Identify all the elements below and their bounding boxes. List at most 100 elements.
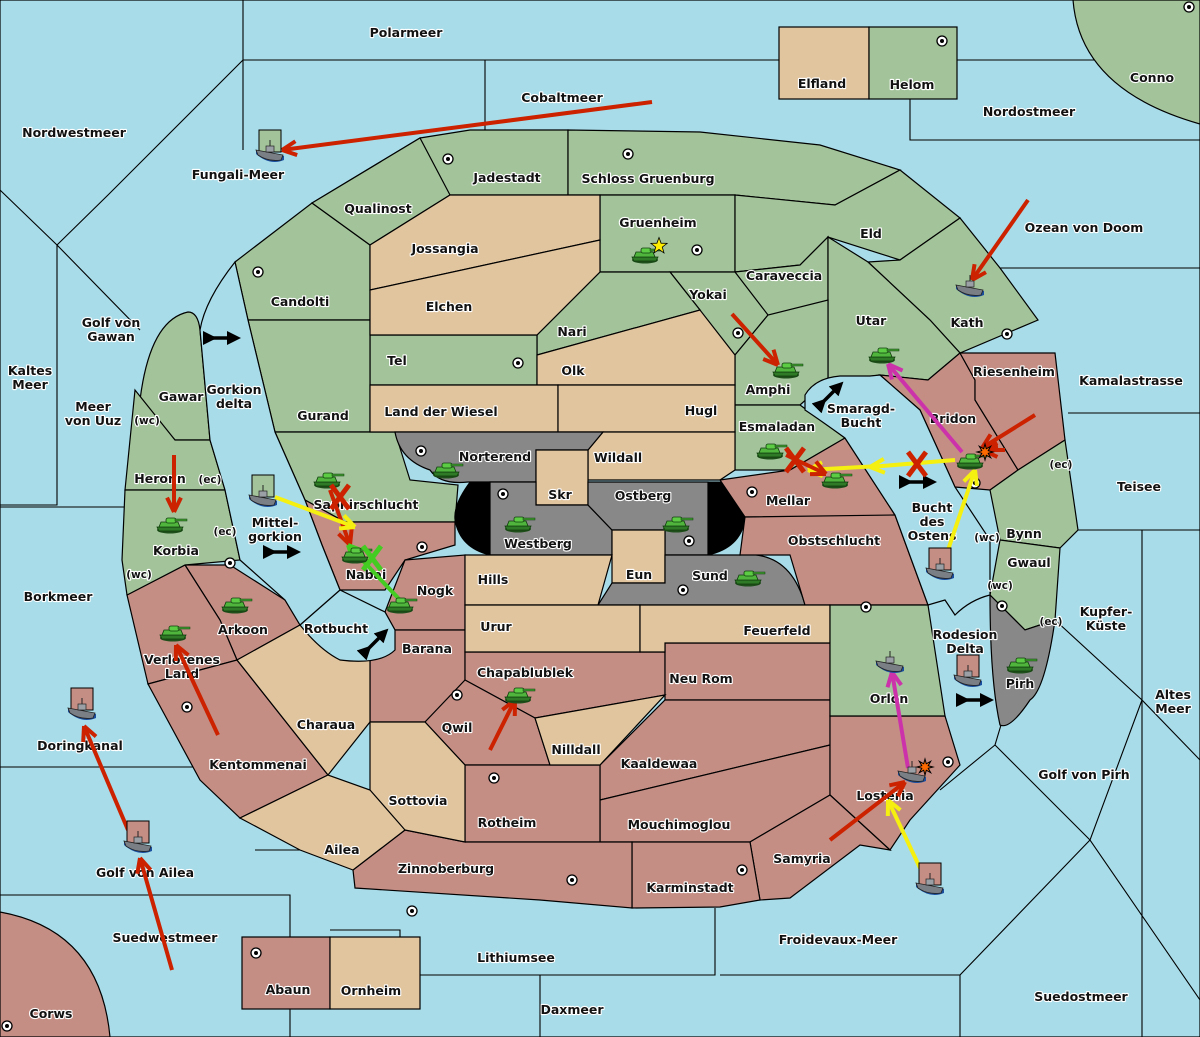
label-cobaltmeer: Cobaltmeer (521, 90, 603, 105)
label-nari: Nari (557, 324, 586, 339)
region-gruenheim[interactable] (599, 194, 736, 273)
supply-center-icon (451, 689, 463, 701)
label-kentommenai: Kentommenai (209, 757, 307, 772)
label-ostberg: Ostberg (615, 488, 672, 503)
label-froidevaux-meer: Froidevaux-Meer (779, 932, 898, 947)
label-gorkion-delta-2: delta (216, 396, 252, 411)
label-smaragd-bucht-1: Smaragd- (827, 401, 895, 416)
supply-center-icon (936, 35, 948, 47)
label-smaragd-bucht-2: Bucht (841, 415, 882, 430)
label-kath: Kath (951, 315, 984, 330)
label-urur: Urur (480, 619, 512, 634)
coast-labels: (wc) (ec) (ec) (wc) (ec) (wc) (wc) (ec) (125, 414, 1073, 629)
label-zinnoberburg: Zinnoberburg (398, 861, 494, 876)
label-mellar: Mellar (766, 493, 811, 508)
orders (81, 100, 1037, 971)
failed-order-x-icon (784, 446, 806, 474)
label-samyria: Samyria (773, 851, 831, 866)
sea-gorkion[interactable] (199, 260, 341, 626)
region-nilldall[interactable] (534, 694, 667, 766)
label-gwaul: Gwaul (1007, 555, 1050, 570)
fleet-ship-icon[interactable] (255, 129, 285, 163)
supply-center-icon (1, 1020, 13, 1032)
region-elchen[interactable] (369, 239, 601, 336)
order-arrow (328, 489, 354, 547)
supply-center-icon (736, 864, 748, 876)
supply-center-icon (252, 266, 264, 278)
fleet-ship-icon[interactable] (953, 654, 983, 688)
label-esmaladan: Esmaladan (739, 419, 815, 434)
fleet-ship-icon[interactable] (67, 687, 97, 721)
coast-gwaul-ec: (ec) (1040, 616, 1063, 628)
failed-order-x-icon (361, 544, 383, 572)
label-barana: Barana (402, 641, 452, 656)
label-gurand: Gurand (297, 408, 349, 423)
fleet-ship-icon[interactable] (915, 862, 945, 896)
double-arrow-icon (811, 381, 844, 414)
sea-labels: Polarmeer Cobaltmeer Nordwestmeer Fungal… (7, 24, 1193, 1018)
region-charaua[interactable] (236, 624, 371, 776)
label-qwil: Qwil (442, 720, 473, 735)
fleet-ship-icon[interactable] (123, 820, 153, 854)
region-jossangia[interactable] (369, 194, 601, 291)
fleet-ship-icon[interactable] (925, 547, 955, 581)
region-rotheim[interactable] (464, 764, 601, 843)
star-icon (649, 236, 669, 254)
coast-heronn-ec: (ec) (199, 474, 222, 486)
supply-center-icon (250, 947, 262, 959)
order-arrow (165, 455, 183, 513)
supply-center-icon (181, 701, 193, 713)
region-ornheim[interactable] (329, 936, 421, 1010)
label-riesenheim: Riesenheim (973, 364, 1055, 379)
supply-center-icon (622, 148, 634, 160)
label-nabai: Nabai (346, 567, 387, 582)
label-feuerfeld: Feuerfeld (743, 623, 810, 638)
order-arrow (885, 798, 922, 869)
label-heronn: Heronn (134, 471, 186, 486)
label-suedwestmeer: Suedwestmeer (113, 930, 219, 945)
label-lithiumsee: Lithiumsee (477, 950, 555, 965)
fleet-ship-icon[interactable] (248, 474, 278, 508)
label-yokai: Yokai (688, 287, 727, 302)
label-golf-von-gawan-2: Gawan (87, 329, 135, 344)
label-elchen: Elchen (426, 299, 473, 314)
label-saphirschlucht: Saphirschlucht (314, 497, 419, 512)
label-elfland: Elfland (798, 76, 846, 91)
label-kupfer-kueste-1: Kupfer- (1080, 604, 1133, 619)
label-corws: Corws (30, 1006, 73, 1021)
order-arrow (280, 100, 653, 157)
supply-center-icon (415, 445, 427, 457)
coast-gawar-wc: (wc) (134, 415, 160, 427)
region-ailea[interactable] (238, 774, 406, 871)
region-olk[interactable] (536, 309, 736, 386)
order-arrow (885, 670, 910, 769)
label-utar: Utar (856, 313, 888, 328)
supply-center-icon (732, 327, 744, 339)
supply-center-icon (416, 541, 428, 553)
label-gawar: Gawar (159, 389, 205, 404)
label-kaltes-meer-2: Meer (12, 377, 48, 392)
order-arrow (946, 468, 979, 551)
label-bucht-des-ostens-2: des (920, 514, 945, 529)
label-orlon: Orlon (870, 691, 909, 706)
label-caraveccia: Caraveccia (746, 268, 822, 283)
order-arrow (886, 362, 964, 454)
label-bucht-des-ostens-1: Bucht (912, 500, 953, 515)
coast-gwaul-wc: (wc) (987, 580, 1013, 592)
supply-center-icon (442, 153, 454, 165)
label-nilldall: Nilldall (551, 742, 600, 757)
label-rotheim: Rotheim (478, 815, 537, 830)
label-helom: Helom (890, 77, 935, 92)
label-westberg: Westberg (504, 536, 572, 551)
label-land-der-wiesel: Land der Wiesel (384, 404, 497, 419)
label-amphi: Amphi (746, 382, 791, 397)
units (67, 129, 1038, 896)
label-mittelgorkion-1: Mittel- (252, 515, 299, 530)
supply-center-icon (497, 488, 509, 500)
label-meer-von-uuz-2: von Uuz (65, 413, 121, 428)
label-altes-meer-2: Meer (1155, 701, 1191, 716)
label-polarmeer: Polarmeer (370, 25, 444, 40)
label-qualinost: Qualinost (344, 201, 411, 216)
region-conno[interactable] (1072, 0, 1200, 125)
